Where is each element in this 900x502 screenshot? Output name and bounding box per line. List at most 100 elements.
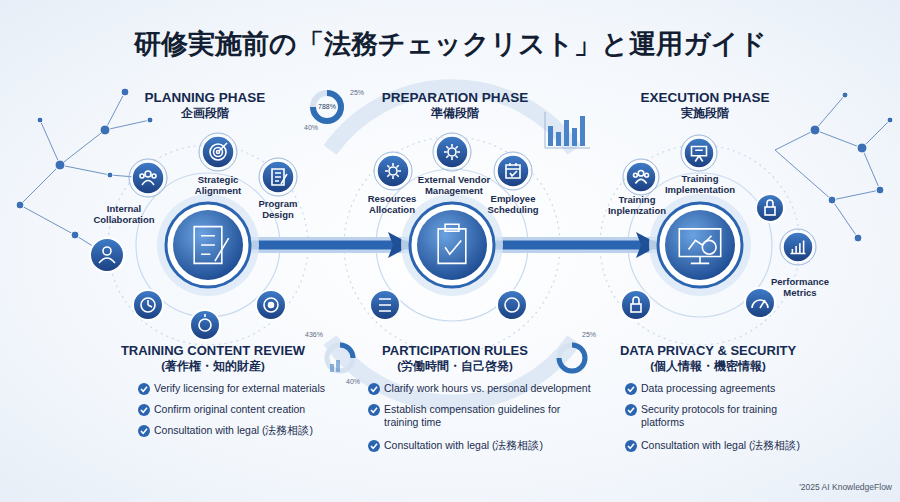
bar-chart-outline	[545, 112, 590, 148]
label-text: '2025 AI KnowledgeFlow	[799, 482, 892, 492]
section-heading: PARTICIPATION RULES	[335, 343, 575, 359]
icon-glyph	[385, 163, 401, 179]
icon-circle	[90, 194, 784, 340]
network-dot	[876, 186, 884, 194]
icon-glyph	[99, 200, 775, 331]
icon-glyph	[791, 240, 806, 253]
icon-glyph	[445, 224, 459, 231]
phase-circle: PLANNING PHASE企画段階	[166, 203, 250, 287]
icon-glyph	[752, 300, 768, 308]
check-icon	[625, 383, 637, 395]
label-text: Verify licensing for external materials	[154, 382, 325, 394]
label-text: 40%	[304, 124, 318, 131]
icon-circle-shape	[626, 162, 656, 192]
check-icon	[138, 404, 150, 416]
icon-circle-shape	[684, 138, 714, 168]
icon-glyph	[692, 146, 707, 155]
icon-glyph	[505, 298, 519, 312]
icon-glyph	[444, 144, 460, 160]
icon-circle-shape	[783, 232, 813, 262]
bar-chart	[330, 364, 334, 372]
icon-glyph	[385, 163, 401, 179]
checklist-item: Data processing agreements	[641, 382, 861, 395]
check-icon	[141, 429, 147, 434]
checklist-item: Clarify work hours vs. personal developm…	[384, 382, 619, 395]
icon-glyph	[631, 304, 641, 312]
icon-glyph	[389, 167, 397, 175]
icon-glyph	[140, 174, 144, 178]
donut-chart	[327, 345, 353, 371]
network-dot	[16, 201, 24, 209]
network-dot	[121, 88, 129, 96]
circle-ring	[494, 152, 532, 190]
donut-chart	[313, 93, 585, 371]
flow-arrow	[494, 241, 658, 250]
network-dot	[842, 92, 848, 98]
icon-glyph	[438, 224, 466, 263]
icon-glyph	[635, 179, 646, 183]
icon-circle	[256, 290, 286, 320]
circle-ring	[129, 159, 167, 197]
flow-connector-group	[250, 245, 410, 246]
network-dot	[71, 231, 79, 239]
donut-chart	[313, 93, 341, 121]
bar-chart	[548, 126, 553, 146]
node-label: Resources Allocation	[357, 193, 427, 216]
icon-glyph	[264, 298, 278, 312]
icon-glyph	[767, 200, 773, 207]
icon-circle	[756, 194, 784, 222]
icon-glyph	[210, 144, 226, 160]
bar-chart	[336, 360, 340, 372]
circle-fill	[684, 138, 714, 168]
icon-glyph	[148, 300, 152, 307]
section-heading: (労働時間・自己啓発)	[335, 359, 575, 373]
check-icon	[628, 387, 634, 392]
icon-glyph	[506, 163, 520, 178]
icon-circle-shape	[377, 155, 409, 187]
check-icon	[368, 383, 380, 395]
network-dot	[810, 125, 820, 135]
icon-glyph	[638, 170, 644, 176]
icon-glyph	[634, 170, 649, 183]
phase-circle-shape	[410, 203, 494, 287]
circle-fill	[665, 210, 735, 280]
check-icon	[371, 387, 377, 392]
icon-circle	[621, 290, 651, 320]
checklist-item: Consultation with legal (法務相談)	[641, 439, 871, 452]
checklist-item: Consultation with legal (法務相談)	[154, 424, 384, 437]
icon-glyph	[201, 236, 229, 261]
check-icon	[368, 404, 380, 416]
phase-circle-shape	[166, 203, 250, 287]
checklist-item: Confirm original content creation	[154, 403, 384, 416]
phase-circle: PREPARATION PHASE準備段階	[410, 203, 494, 287]
icon-node: Training Inplemzation	[626, 162, 656, 192]
network-dot	[107, 172, 113, 178]
icon-glyph	[145, 171, 151, 177]
label-text: Security protocols for training platform…	[641, 403, 777, 428]
icon-glyph	[633, 297, 639, 304]
icon-glyph	[448, 148, 456, 156]
label-text: (個人情報・機密情報)	[650, 360, 766, 372]
checklist-item: Establish compensation guidelines for tr…	[384, 403, 569, 429]
icon-glyph	[141, 298, 155, 312]
phase-heading: PLANNING PHASE	[95, 90, 315, 106]
label-text: 436%	[305, 331, 323, 338]
label-text: Data processing agreements	[641, 382, 775, 394]
label-text: TRAINING CONTENT REVIEW	[121, 343, 305, 358]
circle-ring	[623, 159, 659, 195]
node-label: Training Implementation	[655, 173, 745, 196]
bar-chart	[572, 128, 577, 146]
icon-glyph	[140, 171, 156, 185]
icon-circle	[190, 310, 220, 340]
network-dot	[147, 117, 153, 123]
icon-node: Internal Collaboration	[132, 162, 164, 194]
node-label: Strategic Alignment	[183, 174, 253, 197]
circle-fill	[202, 136, 234, 168]
icon-glyph	[219, 143, 227, 151]
circle-halo	[157, 194, 259, 296]
check-icon	[625, 404, 637, 416]
check-icon	[368, 440, 380, 452]
